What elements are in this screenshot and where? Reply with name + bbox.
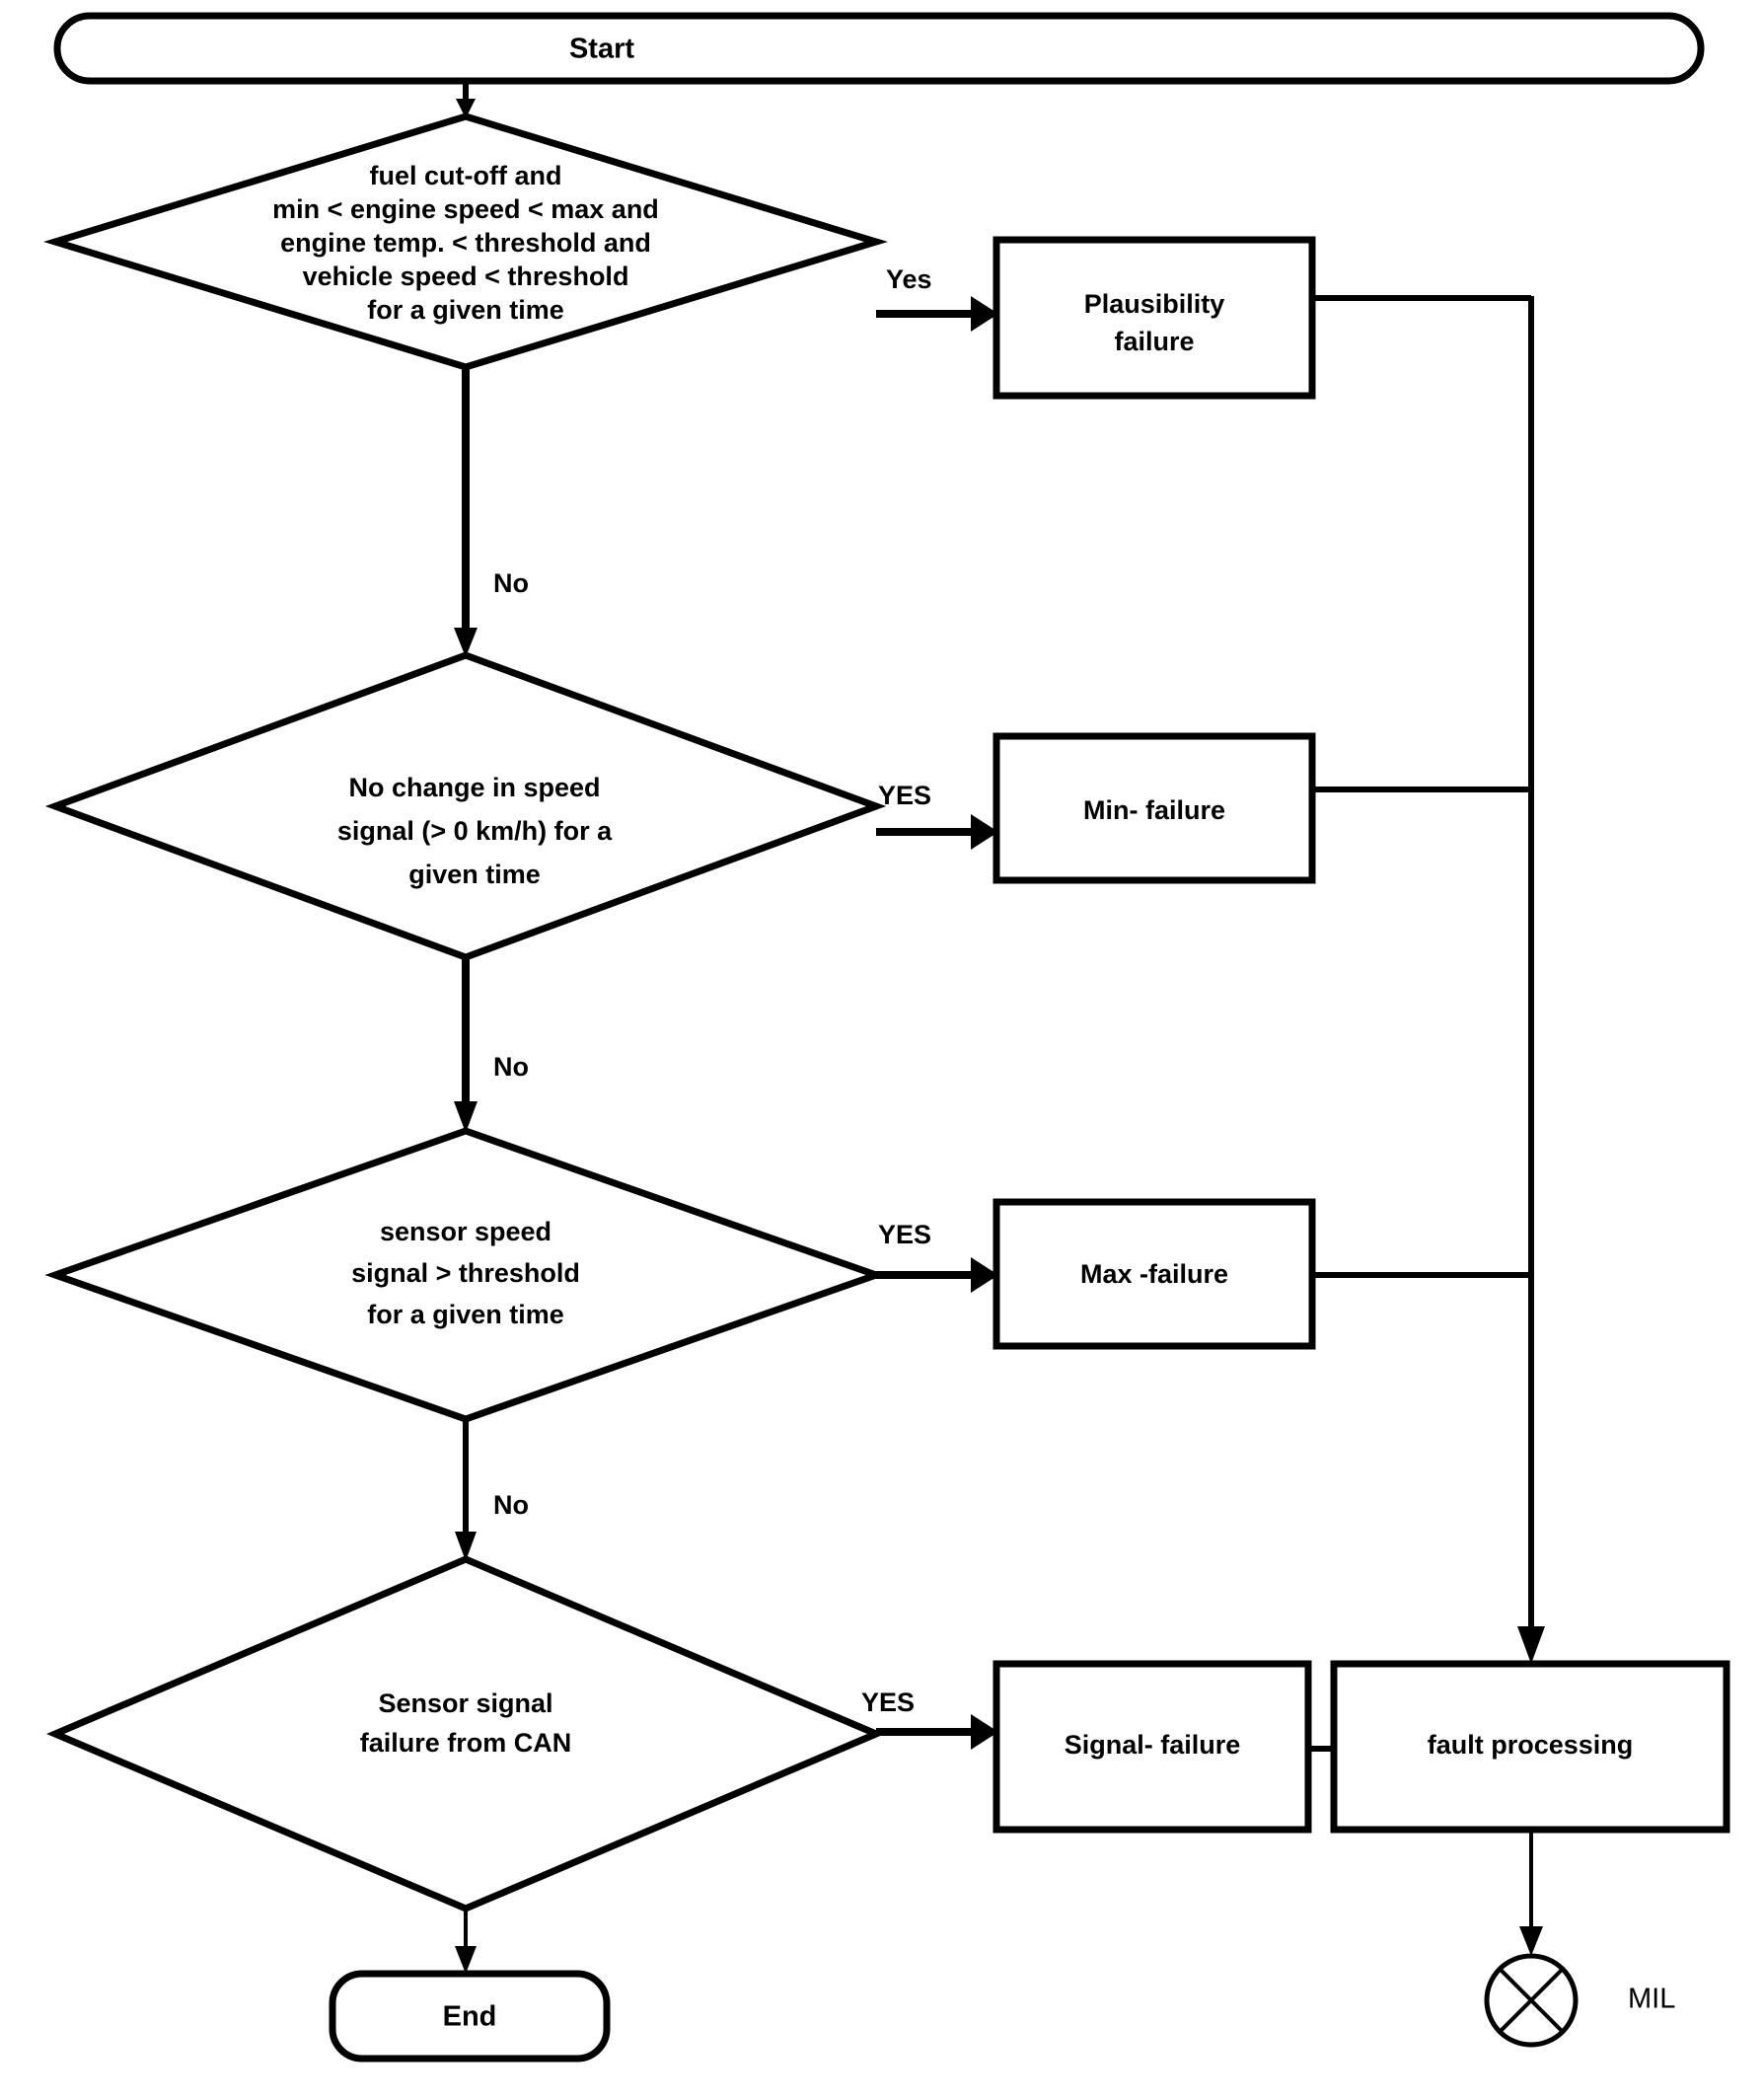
fault-processing-shape xyxy=(1330,1660,1730,1834)
mil-cross-stroke-2 xyxy=(1498,1967,1565,2034)
decision1-line-5: for a given time xyxy=(367,295,564,325)
node-max-failure[interactable]: Max -failure xyxy=(992,1198,1316,1350)
node-decision3[interactable]: sensor speed signal > threshold for a gi… xyxy=(44,1127,887,1423)
max-failure-label: Max -failure xyxy=(1080,1259,1228,1289)
end-label: End xyxy=(443,2001,497,2033)
decision2-line-3: given time xyxy=(408,860,541,889)
edge-decision2-no: No xyxy=(454,957,529,1133)
edge-decision1-yes: Yes xyxy=(876,264,998,332)
decision2-line-2: signal (> 0 km/h) for a xyxy=(337,816,613,846)
node-decision2[interactable]: No change in speed signal (> 0 km/h) for… xyxy=(44,651,887,961)
edge-label-decision3-yes: YES xyxy=(878,1220,931,1249)
node-plausibility-failure[interactable]: Plausibility failure xyxy=(992,236,1316,400)
edge-decision4-to-end xyxy=(455,1909,477,1974)
edge-decision3-yes: YES xyxy=(876,1220,998,1293)
edge-decision1-no: No xyxy=(454,367,529,657)
edge-label-decision2-yes: YES xyxy=(878,781,931,810)
node-fault-processing[interactable]: fault processing xyxy=(1330,1660,1730,1834)
node-mil[interactable]: MIL xyxy=(1484,1953,1675,2048)
node-decision1[interactable]: fuel cut-off and min < engine speed < ma… xyxy=(43,112,888,371)
edge-label-decision1-no: No xyxy=(493,568,529,598)
decision4-line-1: Sensor signal xyxy=(378,1688,552,1718)
decision4-line-2: failure from CAN xyxy=(360,1728,572,1758)
decision1-line-1: fuel cut-off and xyxy=(370,161,562,190)
node-min-failure[interactable]: Min- failure xyxy=(992,732,1316,884)
edge-start-to-decision1 xyxy=(456,81,476,118)
edge-bus-to-fault-processing xyxy=(1517,296,1545,1664)
decision2-shape xyxy=(44,651,887,961)
edge-decision4-yes: YES xyxy=(861,1688,998,1750)
plausibility-failure-line-1: Plausibility xyxy=(1084,289,1225,319)
decision3-line-1: sensor speed xyxy=(380,1217,551,1246)
decision1-line-2: min < engine speed < max and xyxy=(272,194,659,224)
start-shape xyxy=(53,12,1705,85)
plausibility-failure-shape xyxy=(992,236,1316,400)
edge-label-decision3-no: No xyxy=(493,1490,529,1520)
plausibility-failure-line-2: failure xyxy=(1114,327,1194,356)
end-shape xyxy=(329,1970,611,2062)
decision2-line-1: No change in speed xyxy=(348,773,600,802)
edge-label-decision2-no: No xyxy=(493,1052,529,1082)
fault-processing-label: fault processing xyxy=(1428,1730,1634,1760)
node-start[interactable]: Start xyxy=(53,12,1705,85)
decision1-line-4: vehicle speed < threshold xyxy=(303,262,629,291)
edge-label-decision1-yes: Yes xyxy=(886,264,932,294)
decision1-line-3: engine temp. < threshold and xyxy=(280,228,651,258)
decision3-line-2: signal > threshold xyxy=(351,1258,580,1288)
mil-label: MIL xyxy=(1628,1984,1675,2015)
signal-failure-shape xyxy=(992,1660,1312,1834)
decision3-line-3: for a given time xyxy=(367,1300,564,1329)
node-signal-failure[interactable]: Signal- failure xyxy=(992,1660,1312,1834)
node-decision4[interactable]: Sensor signal failure from CAN xyxy=(46,1555,885,1912)
edge-decision3-no: No xyxy=(455,1419,529,1561)
start-label: Start xyxy=(569,34,634,65)
min-failure-shape xyxy=(992,732,1316,884)
node-end[interactable]: End xyxy=(329,1970,611,2062)
edge-label-decision4-yes: YES xyxy=(861,1688,915,1717)
edge-fault-processing-to-mil xyxy=(1519,1830,1543,1956)
min-failure-label: Min- failure xyxy=(1083,795,1225,825)
edge-decision2-yes: YES xyxy=(876,781,998,850)
signal-failure-label: Signal- failure xyxy=(1065,1730,1241,1760)
